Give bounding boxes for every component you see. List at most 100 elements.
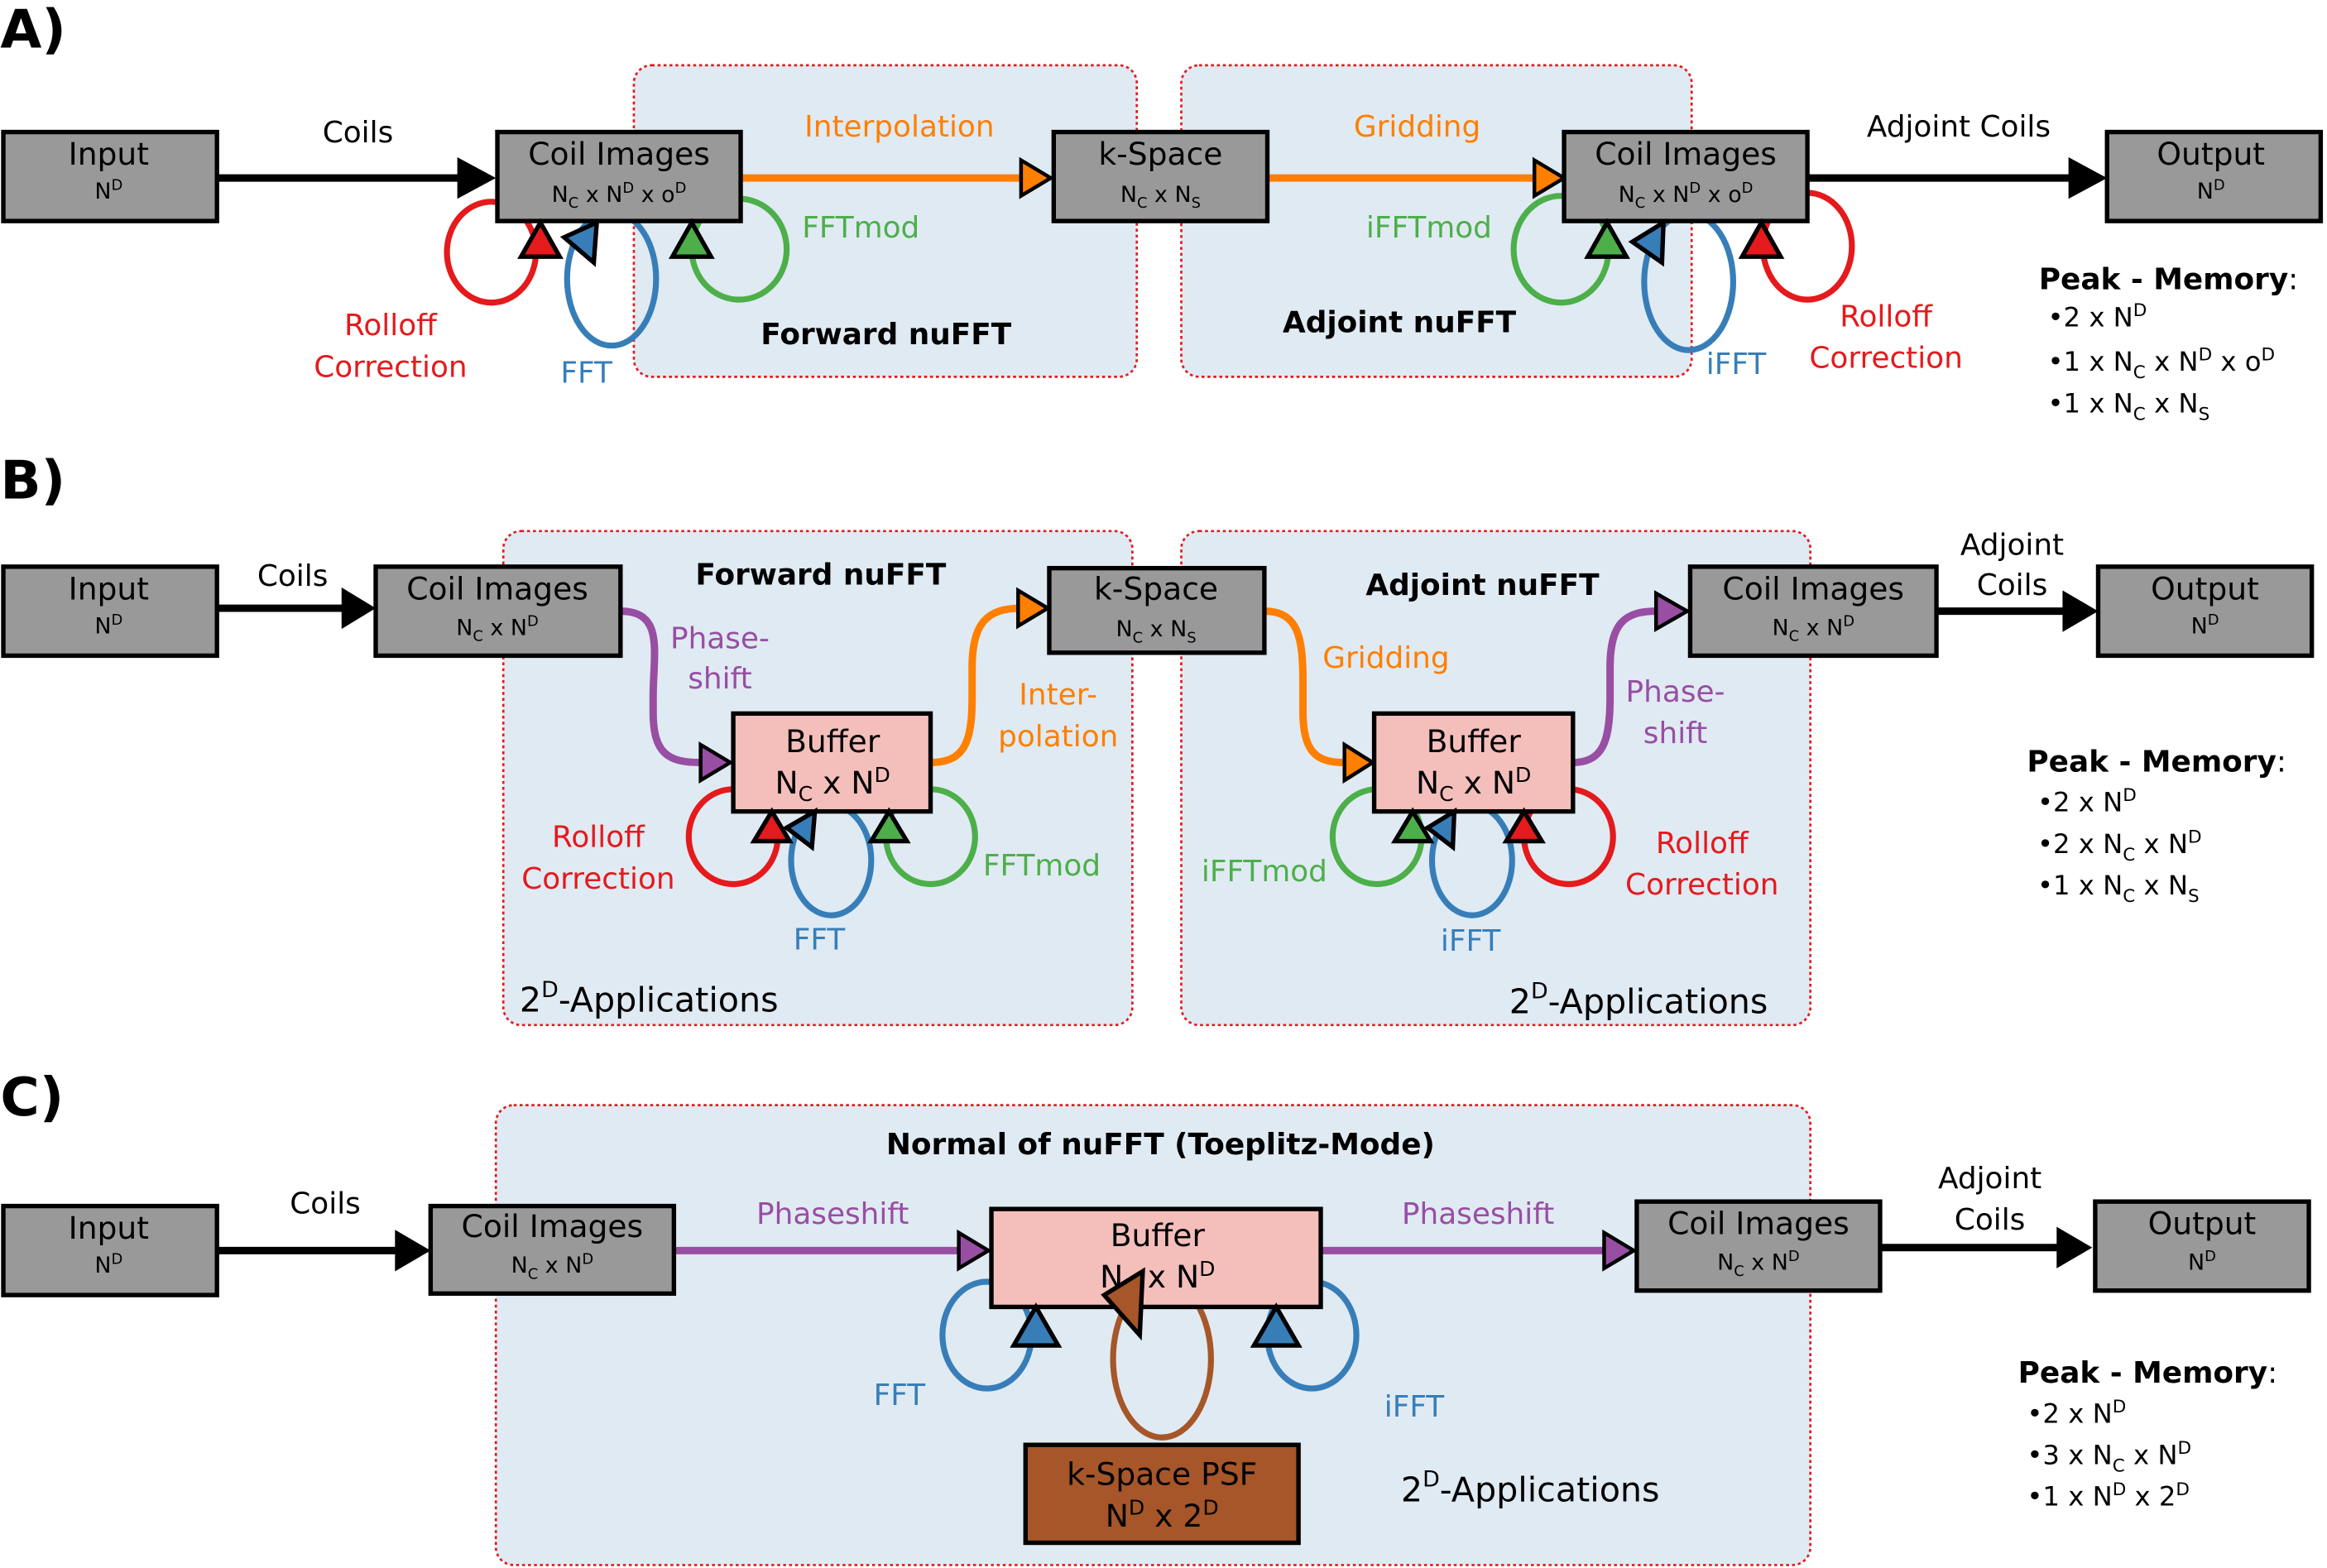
input-box-b: Input ND <box>1 564 219 659</box>
rolloff-arrowhead-b-left <box>750 807 794 844</box>
ifftmod-arrowhead-b <box>1390 807 1435 844</box>
coils-arrowhead <box>457 157 497 199</box>
output-box: Output ND <box>2104 129 2324 223</box>
coil-images-box-c-left: Coil Images NC x ND <box>428 1203 677 1297</box>
panel-b: B) Coils Phase- shift Inter- polation Gr… <box>0 449 2315 1027</box>
buffer-box-c: Buffer NC x ND <box>989 1206 1323 1310</box>
normal-nufft-title: Normal of nuFFT (Toeplitz-Mode) <box>886 1128 1435 1162</box>
phaseshift-label-c-left: Phaseshift <box>756 1197 909 1231</box>
ifftmod-label-b: iFFTmod <box>1202 855 1327 889</box>
svg-text:Output: Output <box>2148 1206 2257 1242</box>
svg-text:•3 x NC x ND: •3 x NC x ND <box>2027 1438 2191 1477</box>
panel-a-label: A) <box>0 0 65 60</box>
svg-text:Peak - Memory:: Peak - Memory: <box>2027 745 2286 779</box>
svg-text:•1 x NC x NS: •1 x NC x NS <box>2048 387 2210 424</box>
applications-label-b-right: 2D-Applications <box>1509 979 1768 1022</box>
svg-text:NC x ND: NC x ND <box>1416 763 1531 806</box>
svg-text:k-Space: k-Space <box>1098 136 1222 172</box>
svg-text:Coil Images: Coil Images <box>1667 1206 1850 1242</box>
phaseshift-label-left-1: Phase- <box>670 621 770 655</box>
svg-text:Input: Input <box>69 136 149 172</box>
kspace-box-b: k-Space NC x NS <box>1047 565 1267 655</box>
fftmod-arrowhead-b <box>867 807 911 844</box>
phaseshift-label-c-right: Phaseshift <box>1402 1197 1554 1231</box>
fftmod-label-b: FFTmod <box>983 849 1101 883</box>
svg-text:ND: ND <box>2197 176 2225 204</box>
kspace-psf-box: k-Space PSF ND x 2D <box>1023 1442 1301 1546</box>
panel-c: C) Coils Phaseshift Phaseshift Adjoint C… <box>0 1067 2311 1566</box>
buffer-box-b-right: Buffer NC x ND <box>1371 711 1576 814</box>
adjoint-coils-label: Adjoint Coils <box>1867 110 2051 144</box>
fft-arrowhead-b <box>782 807 818 851</box>
svg-text:Coil Images: Coil Images <box>1595 136 1777 172</box>
svg-text:Coil Images: Coil Images <box>1722 570 1904 607</box>
svg-text:NC x ND: NC x ND <box>456 613 539 645</box>
svg-text:Peak - Memory:: Peak - Memory: <box>2039 263 2299 297</box>
interpolation-label-b-1: Inter- <box>1019 679 1097 712</box>
svg-text:Input: Input <box>69 1210 149 1246</box>
gridding-arrowhead-b <box>1342 741 1376 784</box>
rolloff-label-b-left-1: Rolloff <box>552 821 645 855</box>
svg-text:NC x NS: NC x NS <box>1116 616 1196 646</box>
rolloff-label-right-1: Rolloff <box>1840 300 1933 333</box>
svg-text:Output: Output <box>2157 136 2265 172</box>
coil-images-box-b-left: Coil Images NC x ND <box>373 564 623 659</box>
ifft-arrowhead-b <box>1423 807 1457 851</box>
adjoint-coils-label-b-2: Coils <box>1977 568 2048 602</box>
applications-label-b-left: 2D-Applications <box>520 977 779 1020</box>
interpolation-label: Interpolation <box>804 110 994 144</box>
rolloff-label-left-1: Rolloff <box>344 309 438 343</box>
kspace-box: k-Space NC x NS <box>1051 129 1270 223</box>
svg-text:Output: Output <box>2151 570 2259 607</box>
svg-text:NC x NS: NC x NS <box>1120 182 1201 212</box>
svg-text:Coil Images: Coil Images <box>528 136 710 172</box>
gridding-label: Gridding <box>1354 110 1480 144</box>
ifftmod-arrowhead <box>1584 218 1630 259</box>
svg-text:k-Space PSF: k-Space PSF <box>1067 1456 1257 1493</box>
interpolation-arrowhead-b <box>1016 587 1052 630</box>
coil-images-box-b-right: Coil Images NC x ND <box>1687 564 1939 659</box>
svg-text:NC x ND: NC x ND <box>1772 613 1854 645</box>
phaseshift-label-right-1: Phase- <box>1626 675 1725 709</box>
peak-memory-b: Peak - Memory: •2 x ND •2 x NC x ND •1 x… <box>2027 745 2286 907</box>
svg-text:NC x ND x oD: NC x ND x oD <box>552 180 687 212</box>
coils-arrowhead-c <box>395 1230 431 1272</box>
adjoint-nufft-title: Adjoint nuFFT <box>1283 306 1517 340</box>
svg-text:Peak - Memory:: Peak - Memory: <box>2018 1356 2278 1390</box>
phaseshift-edge-left <box>620 607 701 766</box>
buffer-box-b-left: Buffer NC x ND <box>731 711 933 814</box>
svg-text:NC x ND: NC x ND <box>511 1250 594 1283</box>
svg-text:ND x 2D: ND x 2D <box>1106 1495 1219 1533</box>
fftmod-label: FFTmod <box>802 211 919 245</box>
phaseshift-arrowhead-c-left <box>957 1229 992 1272</box>
ifft-arrowhead <box>1628 218 1667 267</box>
phaseshift-edge-right <box>1572 607 1657 766</box>
adjoint-coils-arrowhead <box>2068 157 2108 199</box>
svg-text:Coil Images: Coil Images <box>462 1208 644 1244</box>
ifft-label-b: iFFT <box>1441 924 1501 958</box>
psf-arrowhead <box>1101 1267 1145 1341</box>
fft-label-b: FFT <box>794 923 846 957</box>
adjoint-coils-label-c-1: Adjoint <box>1938 1162 2042 1196</box>
svg-text:ND: ND <box>2191 611 2219 640</box>
rolloff-label-b-right-2: Correction <box>1625 868 1778 902</box>
adjoint-coils-label-c-2: Coils <box>1955 1203 2026 1237</box>
svg-text:•1 x NC x ND x oD: •1 x NC x ND x oD <box>2048 345 2276 384</box>
phaseshift-label-right-2: shift <box>1643 717 1707 750</box>
svg-text:NC x ND: NC x ND <box>1717 1248 1800 1280</box>
ifft-label-c: iFFT <box>1384 1390 1445 1424</box>
applications-label-c: 2D-Applications <box>1401 1466 1660 1509</box>
svg-text:•2 x ND: •2 x ND <box>2037 785 2137 818</box>
svg-text:Coil Images: Coil Images <box>406 570 588 607</box>
svg-text:•2 x ND: •2 x ND <box>2027 1397 2126 1430</box>
gridding-arrowhead <box>1532 156 1568 199</box>
fft-label: FFT <box>560 357 612 391</box>
rolloff-arrowhead-right <box>1738 218 1785 259</box>
peak-memory-c: Peak - Memory: •2 x ND •3 x NC x ND •1 x… <box>2018 1356 2278 1513</box>
forward-nufft-title: Forward nuFFT <box>760 318 1011 352</box>
input-box: Input ND <box>1 129 219 223</box>
svg-text:•1 x NC x NS: •1 x NC x NS <box>2037 870 2200 907</box>
coils-label: Coils <box>323 116 394 150</box>
interpolation-label-b-2: polation <box>998 720 1118 754</box>
fftmod-arrowhead <box>668 218 715 259</box>
